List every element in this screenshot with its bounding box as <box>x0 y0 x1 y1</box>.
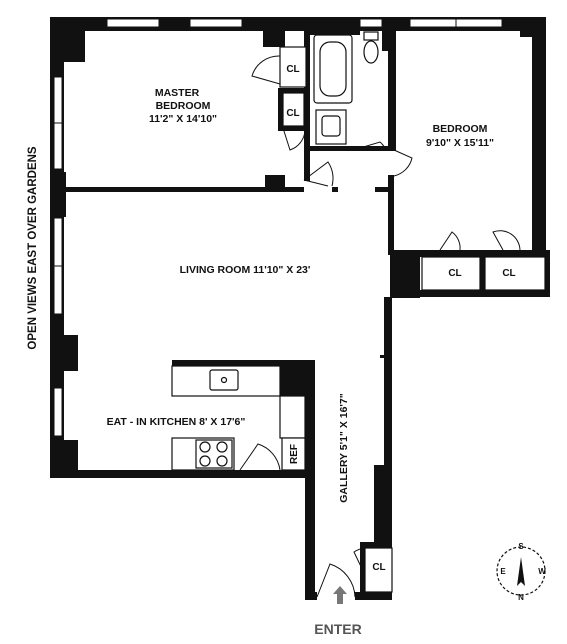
master-bedroom-name-line2: BEDROOM <box>156 100 211 112</box>
living-room-label: LIVING ROOM 11'10" X 23' <box>180 264 311 276</box>
refrigerator <box>281 437 306 471</box>
bath-sink <box>315 109 347 145</box>
compass-icon: S E W N <box>496 542 546 602</box>
closet-master-1 <box>279 46 307 88</box>
compass-e: E <box>500 567 506 576</box>
stove <box>171 437 235 471</box>
enter-label: ENTER <box>314 621 361 637</box>
closet-bedroom-right <box>484 256 546 291</box>
interior-walls <box>64 31 485 598</box>
master-bedroom-dims: 11'2" X 14'10" <box>149 113 217 125</box>
compass-w: W <box>538 567 546 576</box>
compass-n: N <box>518 593 524 602</box>
bathtub <box>313 34 353 104</box>
master-bedroom-name-line1: MASTER <box>155 87 200 99</box>
closet-label-master-2: CL <box>286 108 299 119</box>
kitchen-counter <box>171 365 281 397</box>
doors <box>239 55 521 598</box>
windows <box>53 18 503 437</box>
entry-arrow-icon <box>333 586 347 604</box>
kitchen-side-counter <box>279 395 306 439</box>
closet-bedroom-left <box>421 256 481 291</box>
closet-label-bedroom-left: CL <box>448 268 461 279</box>
closet-master-2 <box>282 92 305 127</box>
closet-gallery <box>364 547 393 593</box>
bedroom-name: BEDROOM <box>433 123 488 135</box>
fridge-label: REF <box>289 444 300 464</box>
compass-s: S <box>518 542 524 551</box>
side-caption: OPEN VIEWS EAST OVER GARDENS <box>27 146 39 350</box>
closet-label-master-1: CL <box>286 64 299 75</box>
kitchen-label: EAT - IN KITCHEN 8' X 17'6" <box>107 416 246 428</box>
gallery-label: GALLERY 5'1" X 16'7" <box>338 393 350 503</box>
toilet <box>363 31 379 64</box>
bedroom-dims: 9'10" X 15'11" <box>426 137 494 149</box>
closet-label-bedroom-right: CL <box>502 268 515 279</box>
closet-label-gallery: CL <box>372 562 385 573</box>
exterior-walls <box>50 17 550 600</box>
